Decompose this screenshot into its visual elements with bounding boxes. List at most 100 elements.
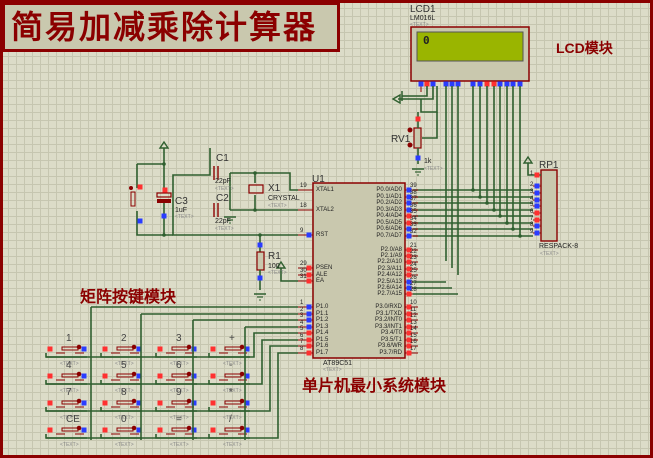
key-9[interactable]: 9 bbox=[176, 387, 182, 398]
rp1-body bbox=[540, 169, 558, 242]
u1-pin-marker bbox=[406, 343, 412, 349]
key-*[interactable]: * bbox=[229, 387, 233, 398]
key-pin-marker bbox=[191, 427, 197, 433]
key-terminal bbox=[76, 344, 82, 350]
lcd-module-label: LCD模块 bbox=[556, 40, 613, 56]
r1-text-tag: <TEXT> bbox=[268, 270, 287, 276]
key--[interactable]: - bbox=[229, 360, 233, 371]
key-pin-marker bbox=[244, 427, 250, 433]
u1-pin-name: P3.5/T1 bbox=[380, 337, 402, 343]
c1-value: 22pF bbox=[215, 178, 231, 185]
key-pin-marker bbox=[210, 373, 216, 379]
lcd-pin-marker bbox=[517, 81, 523, 87]
rp1-pin-marker bbox=[534, 217, 540, 223]
key-CE[interactable]: CE bbox=[66, 414, 80, 425]
key-text-tag: <TEXT> bbox=[223, 361, 242, 367]
key-pin-marker bbox=[81, 427, 87, 433]
c2-value: 22pF bbox=[215, 218, 231, 225]
key-2[interactable]: 2 bbox=[121, 333, 127, 344]
reset-wire bbox=[136, 211, 173, 236]
key-0[interactable]: 0 bbox=[121, 414, 127, 425]
rv1-wiper bbox=[422, 112, 438, 139]
u1-pin-number: 3 bbox=[300, 313, 304, 319]
c2-ref: C2 bbox=[216, 193, 229, 204]
key-text-tag: <TEXT> bbox=[223, 442, 242, 448]
rp1-pin-number: 4 bbox=[530, 196, 534, 202]
junction-dot bbox=[518, 234, 522, 238]
u1-pin-name: P0.7/AD7 bbox=[376, 233, 402, 239]
u1-pin-number: 13 bbox=[410, 320, 417, 326]
power-terminal-icon bbox=[158, 140, 170, 149]
rp1-pin-number: 5 bbox=[530, 202, 534, 208]
lcd-pin-marker bbox=[504, 81, 510, 87]
u1-pin-name: P3.7/RD bbox=[379, 350, 402, 356]
key-terminal bbox=[239, 344, 245, 350]
key-terminal bbox=[186, 344, 192, 350]
key-text-tag: <TEXT> bbox=[223, 415, 242, 421]
c3-body bbox=[157, 199, 171, 203]
u1-pin-name: P0.2/AD2 bbox=[376, 200, 402, 206]
lcd-pin-marker bbox=[484, 81, 490, 87]
keypad-row-wire bbox=[46, 352, 298, 439]
key-=[interactable]: = bbox=[176, 414, 182, 425]
key-7[interactable]: 7 bbox=[66, 387, 72, 398]
key-1[interactable]: 1 bbox=[66, 333, 72, 344]
key-terminal bbox=[131, 344, 137, 350]
key-switch-cap bbox=[224, 373, 242, 378]
key-pin-marker bbox=[157, 346, 163, 352]
key-6[interactable]: 6 bbox=[176, 360, 182, 371]
rp1-pin-marker bbox=[534, 203, 540, 209]
key-pin-marker bbox=[102, 400, 108, 406]
u1-pin-name: P2.6/A14 bbox=[377, 285, 402, 291]
key-8[interactable]: 8 bbox=[121, 387, 127, 398]
key-text-tag: <TEXT> bbox=[170, 415, 189, 421]
key-text-tag: <TEXT> bbox=[60, 415, 79, 421]
lcd-vss-wire bbox=[402, 86, 428, 97]
u1-pin-number: 12 bbox=[410, 313, 417, 319]
key-5[interactable]: 5 bbox=[121, 360, 127, 371]
x1-crystal bbox=[248, 184, 264, 194]
u1-pin-name: P0.4/AD4 bbox=[376, 213, 402, 219]
u1-pin-marker bbox=[406, 337, 412, 343]
lcd-text-tag: <TEXT> bbox=[410, 22, 429, 28]
rv1-terminal bbox=[407, 142, 413, 148]
key-switch-cap bbox=[61, 346, 79, 351]
key-+[interactable]: + bbox=[229, 333, 235, 344]
u1-pin-marker bbox=[306, 343, 312, 349]
u1-pin-name: P2.3/A11 bbox=[377, 266, 402, 272]
power-terminal-icon bbox=[522, 155, 534, 164]
u1-pin-marker bbox=[406, 220, 412, 226]
key-switch-cap bbox=[224, 400, 242, 405]
rv1-text-tag: <TEXT> bbox=[424, 166, 443, 172]
u1-pin-number: 39 bbox=[410, 183, 417, 189]
lcd-pin-marker bbox=[510, 81, 516, 87]
rv1-body bbox=[413, 127, 422, 149]
u1-pin-number: 11 bbox=[410, 307, 417, 313]
u1-pin-name: P1.3 bbox=[316, 324, 329, 330]
rv1-terminal bbox=[407, 127, 413, 133]
u1-pin-number: 25 bbox=[410, 268, 417, 274]
rp1-pin-number: 7 bbox=[530, 216, 534, 222]
u1-pin-number: 22 bbox=[410, 249, 417, 255]
u1-pin-marker bbox=[306, 232, 312, 238]
key-/[interactable]: / bbox=[229, 414, 232, 425]
key-text-tag: <TEXT> bbox=[115, 361, 134, 367]
u1-pin-marker bbox=[306, 350, 312, 356]
key-pin-marker bbox=[47, 373, 53, 379]
power-terminal-icon bbox=[391, 93, 401, 105]
u1-pin-name: P0.1/AD1 bbox=[376, 194, 402, 200]
rp1-pin-marker bbox=[534, 172, 540, 178]
u1-part: AT89C51 bbox=[323, 360, 353, 367]
lcd-vee-wire bbox=[420, 86, 438, 113]
key-pin-marker bbox=[102, 427, 108, 433]
junction-dot bbox=[492, 208, 496, 212]
junction-dot bbox=[498, 214, 502, 218]
u1-pin-number: 30 bbox=[300, 268, 307, 274]
key-3[interactable]: 3 bbox=[176, 333, 182, 344]
u1-text-tag: <TEXT> bbox=[323, 367, 342, 373]
rp1-pin-number: 2 bbox=[530, 182, 534, 188]
x1-part: CRYSTAL bbox=[268, 195, 300, 202]
u1-pin-name: P2.7/A15 bbox=[377, 291, 402, 297]
key-4[interactable]: 4 bbox=[66, 360, 72, 371]
key-pin-marker bbox=[210, 346, 216, 352]
